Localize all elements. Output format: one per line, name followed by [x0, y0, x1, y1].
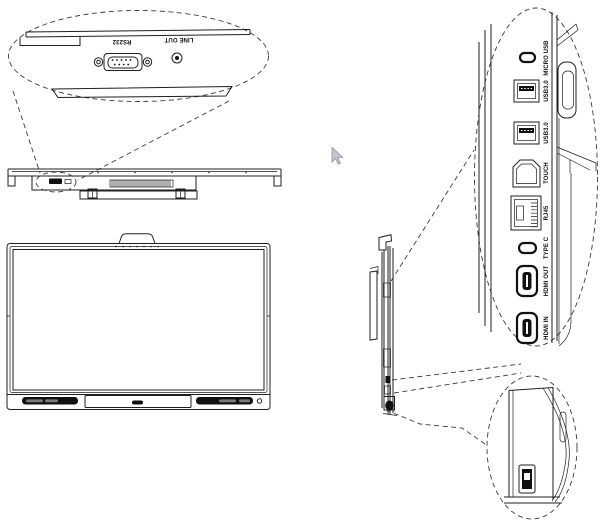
power-indicator: [256, 398, 263, 404]
pen-tray-right: [196, 397, 253, 405]
line-out-label: LINE OUT: [164, 36, 194, 42]
type-c-label: TYPE C: [544, 236, 550, 260]
side-panel-detail: [478, 12, 597, 347]
rs232-connector: [93, 53, 153, 71]
usb3-label-2: USB3.0: [544, 122, 550, 144]
rj45-port: [510, 195, 542, 231]
usb-detail-callout-ellipse: [486, 375, 578, 520]
hdmi-out-port: [515, 264, 539, 298]
hdmi-in-label: HDMI IN: [544, 316, 550, 340]
side-profile-view: [369, 149, 522, 447]
micro-usb-port: [518, 51, 537, 64]
bottom-panel-detail: [19, 29, 251, 99]
callout-source-circle: [35, 171, 77, 193]
side-usb-port: [518, 464, 536, 494]
hdmi-out-label: HDMI OUT: [544, 265, 550, 297]
touch-usb-b-port: [512, 159, 541, 188]
side-panel-callout-ellipse: [474, 7, 598, 347]
bottom-panel-callout-ellipse: [8, 10, 269, 181]
mouse-cursor[interactable]: [331, 146, 344, 165]
home-button: [132, 400, 143, 405]
rj45-label: RJ45: [544, 205, 550, 221]
center-tray: [84, 395, 192, 408]
touch-label: TOUCH: [544, 162, 550, 184]
hdmi-in-port: [515, 311, 539, 345]
screen: [12, 249, 265, 391]
usb-detail: [504, 386, 570, 504]
usb3-port-2: [513, 121, 540, 145]
usb3-label-1: USB3.0: [544, 80, 550, 102]
camera-bump: [115, 233, 159, 248]
front-view: [6, 233, 271, 410]
top-profile-view: [7, 168, 282, 200]
type-c-port: [517, 241, 538, 255]
pen-tray-left: [22, 397, 78, 405]
line-out-jack: [171, 52, 183, 64]
usb3-port-1: [513, 79, 540, 103]
micro-usb-label: MICRO USB: [544, 40, 550, 76]
rs232-label: RS232: [112, 38, 132, 44]
